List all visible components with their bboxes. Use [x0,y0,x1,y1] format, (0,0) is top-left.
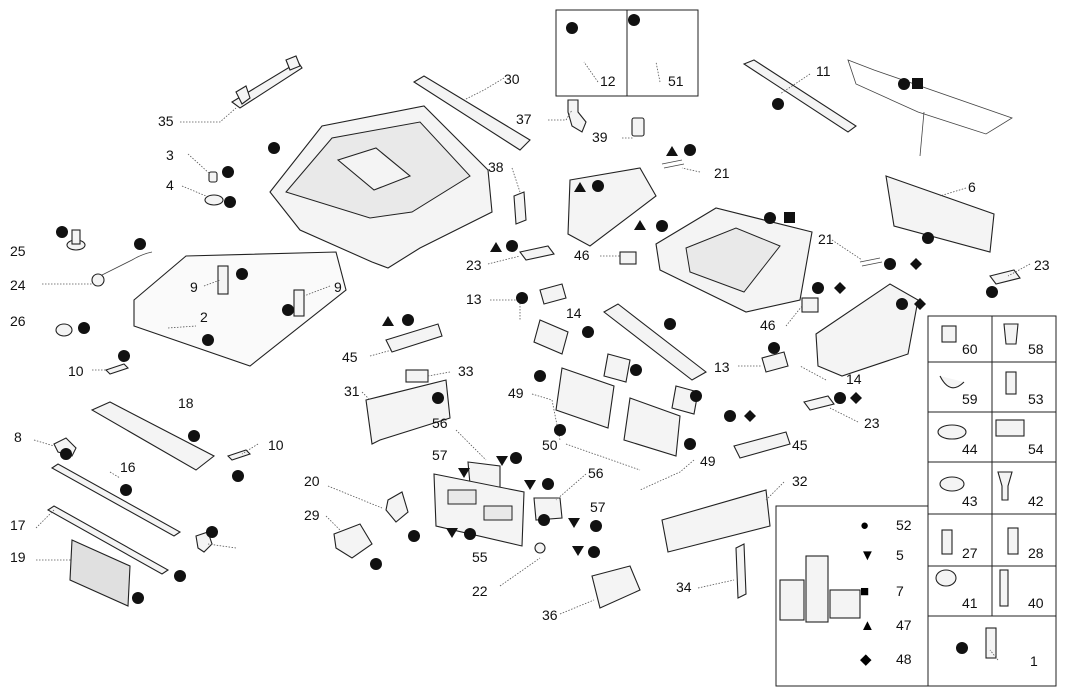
callout: 45 [792,437,808,453]
callout: 36 [542,607,558,623]
callout: 37 [516,111,532,127]
hardware-label: 42 [1028,493,1044,509]
leader-lines [33,61,1031,661]
callout: 23 [466,257,482,273]
callout: 14 [566,305,582,321]
callout: 10 [68,363,84,379]
callout: 17 [10,517,26,533]
legend-symbol: ▲ [860,617,875,634]
callout: 25 [10,243,26,259]
callout: 24 [10,277,26,293]
hardware-label: 59 [962,391,978,407]
callout: 38 [488,159,504,175]
callout: 51 [668,73,684,89]
hardware-label: 58 [1028,341,1044,357]
callout: 14 [846,371,862,387]
callout: 19 [10,549,26,565]
callout: 29 [304,507,320,523]
legend-count: 7 [896,583,904,599]
legend-symbol: ■ [860,583,869,600]
hardware-label: 41 [962,595,978,611]
callout: 31 [344,383,360,399]
callout: 33 [458,363,474,379]
callout: 21 [714,165,730,181]
hardware-label: 40 [1028,595,1044,611]
legend-count: 47 [896,617,912,633]
part-illustrations [46,29,1021,609]
callout: 57 [432,447,448,463]
legend-symbol: ● [860,517,869,534]
hardware-label: 44 [962,441,978,457]
callout: 49 [700,453,716,469]
callout: 23 [864,415,880,431]
callout: 4 [166,177,174,193]
callout: 32 [792,473,808,489]
callout: 57 [590,499,606,515]
callout: 21 [818,231,834,247]
part-markers [56,14,998,654]
callout: 20 [304,473,320,489]
callout: 8 [14,429,22,445]
hardware-label: 54 [1028,441,1044,457]
callout: 10 [268,437,284,453]
legend-count: 5 [896,547,904,563]
callout: 56 [432,415,448,431]
callout: 13 [466,291,482,307]
legend-count: 52 [896,517,912,533]
callout: 46 [760,317,776,333]
hardware-label: 60 [962,341,978,357]
callout: 12 [600,73,616,89]
callout: 22 [472,583,488,599]
legend-entries: ● 52 ▼ 5 ■ 7 ▲ 47 ◆ 48 [860,517,912,668]
hardware-label: 43 [962,493,978,509]
hardware-label: 1 [1030,653,1038,669]
callout: 11 [816,63,831,79]
callout: 50 [542,437,558,453]
callout: 16 [120,459,136,475]
callout: 55 [472,549,488,565]
callout: 35 [158,113,174,129]
callout: 39 [592,129,608,145]
callout: 49 [508,385,524,401]
callout: 13 [714,359,730,375]
legend-count: 48 [896,651,912,667]
callout-labels: 35 30 37 39 3 4 38 25 24 23 9 9 26 2 10 … [10,63,1050,623]
callout: 9 [190,279,198,295]
callout: 26 [10,313,26,329]
hardware-label: 28 [1028,545,1044,561]
hardware-labels: 60 58 59 53 44 54 43 42 27 28 41 40 1 [962,341,1044,669]
callout: 18 [178,395,194,411]
hardware-grid [927,315,1057,687]
callout: 30 [504,71,520,87]
hardware-label: 53 [1028,391,1044,407]
hardware-label: 27 [962,545,978,561]
callout: 46 [574,247,590,263]
callout: 6 [968,179,976,195]
callout: 34 [676,579,692,595]
callout: 45 [342,349,358,365]
callout: 3 [166,147,174,163]
legend-box [775,505,929,687]
callout: 23 [1034,257,1050,273]
legend-symbol: ◆ [860,651,872,668]
callout: 9 [334,279,342,295]
callout: 2 [200,309,208,325]
callout: 56 [588,465,604,481]
legend-symbol: ▼ [860,547,875,564]
